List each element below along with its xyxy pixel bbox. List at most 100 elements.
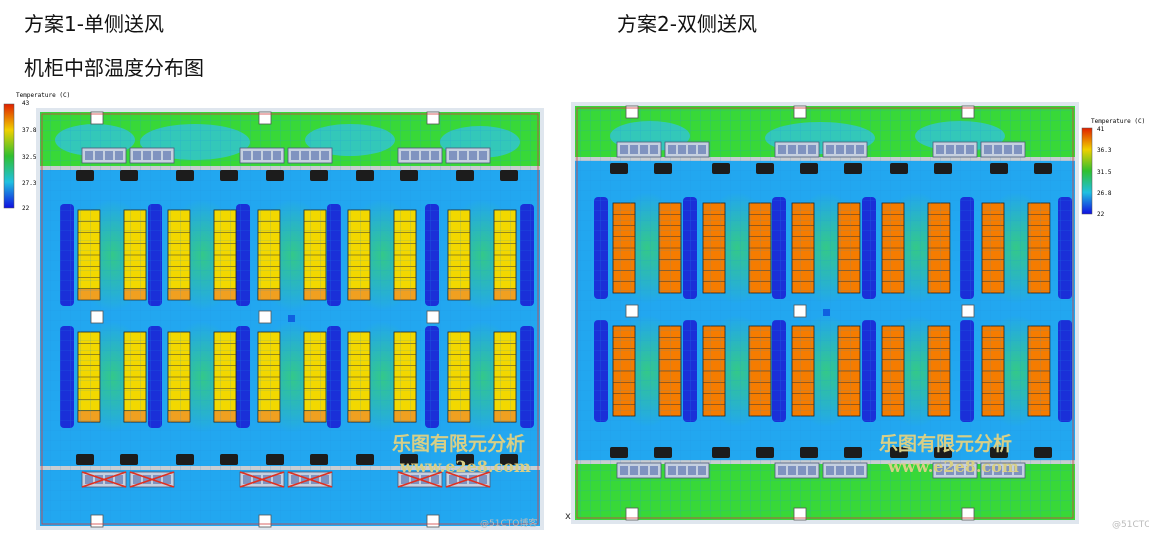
legend2-tick: 31.5 bbox=[1097, 169, 1112, 176]
ac-fan bbox=[946, 145, 954, 154]
legend1-tick: 43 bbox=[22, 100, 30, 107]
ac-fan bbox=[291, 151, 299, 160]
legend2-title: Temperature (C) bbox=[1091, 118, 1146, 125]
ac-fan bbox=[431, 475, 439, 484]
disabled-mark bbox=[287, 471, 333, 488]
plan1-title: 方案1-单侧送风 bbox=[24, 12, 164, 36]
legends bbox=[3, 103, 1093, 215]
ac-fan bbox=[966, 466, 974, 475]
vent-block bbox=[266, 454, 284, 465]
ac-fan bbox=[698, 466, 706, 475]
ac-fan bbox=[95, 475, 103, 484]
legend1-tick: 27.3 bbox=[22, 180, 37, 187]
watermark-cn-2: 乐图有限元分析 bbox=[879, 433, 1013, 455]
watermark-url-2: www.e2e8.com bbox=[888, 457, 1019, 476]
ac-fan bbox=[253, 151, 261, 160]
ac-fan bbox=[936, 145, 944, 154]
building-column bbox=[625, 105, 639, 119]
ac-fan bbox=[95, 151, 103, 160]
vent-block bbox=[356, 170, 374, 181]
building-column bbox=[793, 304, 807, 318]
vent-block bbox=[500, 454, 518, 465]
ac-fan bbox=[105, 151, 113, 160]
vent-block bbox=[176, 454, 194, 465]
ac-fan bbox=[798, 145, 806, 154]
ac-fan bbox=[846, 145, 854, 154]
building-column bbox=[961, 507, 975, 521]
vent-block bbox=[712, 447, 730, 458]
ac-fan bbox=[630, 466, 638, 475]
ac-fan bbox=[449, 475, 457, 484]
ac-fan bbox=[291, 475, 299, 484]
vent-block bbox=[176, 170, 194, 181]
building-column bbox=[258, 111, 272, 125]
ac-fan bbox=[620, 466, 628, 475]
ac-fan bbox=[153, 151, 161, 160]
vent-block bbox=[990, 163, 1008, 174]
credit-left: @51CTO博客 bbox=[480, 519, 538, 529]
ac-fan bbox=[479, 151, 487, 160]
vent-block bbox=[610, 447, 628, 458]
ac-fan bbox=[966, 145, 974, 154]
vent-block bbox=[400, 170, 418, 181]
ac-fan bbox=[449, 151, 457, 160]
building-column bbox=[90, 111, 104, 125]
ac-fan bbox=[273, 151, 281, 160]
ac-fan bbox=[778, 466, 786, 475]
vent-block bbox=[654, 163, 672, 174]
ac-fan bbox=[153, 475, 161, 484]
legend1-title: Temperature (C) bbox=[16, 92, 71, 99]
axis-marker: x bbox=[565, 511, 571, 522]
ac-fan bbox=[311, 475, 319, 484]
ac-fan bbox=[846, 466, 854, 475]
ac-fan bbox=[956, 145, 964, 154]
ac-fan bbox=[808, 466, 816, 475]
ac-fan bbox=[133, 151, 141, 160]
ac-fan bbox=[85, 475, 93, 484]
ac-fan bbox=[115, 475, 123, 484]
ac-fan bbox=[321, 475, 329, 484]
plan1-subtitle: 机柜中部温度分布图 bbox=[24, 56, 204, 80]
ac-fan bbox=[469, 475, 477, 484]
ac-fan bbox=[421, 151, 429, 160]
sensor bbox=[823, 309, 830, 316]
ac-fan bbox=[826, 466, 834, 475]
ac-fan bbox=[459, 151, 467, 160]
vent-block bbox=[1034, 447, 1052, 458]
ac-fan bbox=[163, 475, 171, 484]
vent-block bbox=[654, 447, 672, 458]
building-column bbox=[793, 105, 807, 119]
building-column bbox=[258, 310, 272, 324]
plan2-plot bbox=[571, 102, 1079, 524]
ac-fan bbox=[311, 151, 319, 160]
ac-fan bbox=[788, 145, 796, 154]
legend1-bar bbox=[3, 103, 15, 209]
legend2-tick: 22 bbox=[1097, 211, 1105, 218]
ac-fan bbox=[798, 466, 806, 475]
vent-block bbox=[76, 170, 94, 181]
ac-fan bbox=[836, 145, 844, 154]
vent-block bbox=[500, 170, 518, 181]
vent-block bbox=[990, 447, 1008, 458]
disabled-mark bbox=[397, 471, 443, 488]
vent-block bbox=[712, 163, 730, 174]
ac-fan bbox=[411, 151, 419, 160]
watermark-url-1: www.e2e8.com bbox=[400, 457, 531, 476]
ac-fan bbox=[630, 145, 638, 154]
ac-fan bbox=[668, 466, 676, 475]
vent-block bbox=[844, 163, 862, 174]
ac-fan bbox=[143, 151, 151, 160]
ac-fan bbox=[1004, 466, 1012, 475]
ac-fan bbox=[401, 151, 409, 160]
building-column bbox=[426, 310, 440, 324]
room-outline bbox=[41, 113, 539, 525]
building-column bbox=[793, 507, 807, 521]
vent-block bbox=[310, 454, 328, 465]
credit-right: @51CTO bbox=[1112, 520, 1149, 530]
ac-fan bbox=[1014, 466, 1022, 475]
legend2-tick: 41 bbox=[1097, 126, 1105, 133]
vent-block bbox=[456, 170, 474, 181]
ac-fan bbox=[431, 151, 439, 160]
ac-fan bbox=[808, 145, 816, 154]
